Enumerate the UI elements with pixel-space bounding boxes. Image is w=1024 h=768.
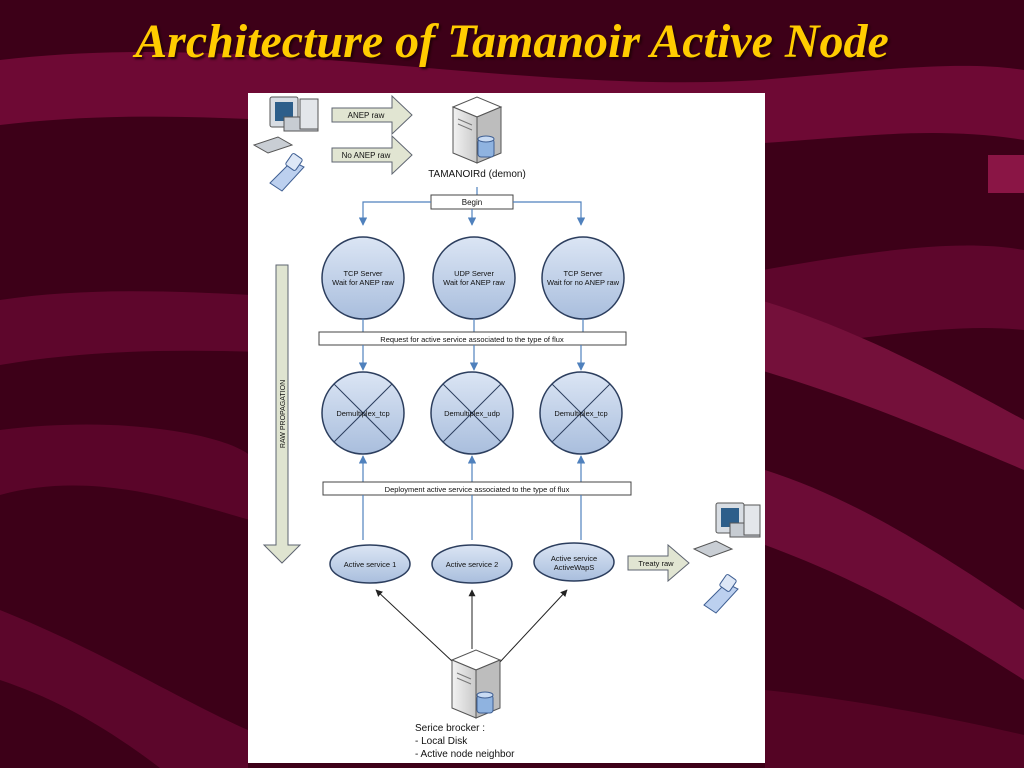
anep-raw-arrow: ANEP raw [331, 94, 413, 136]
server-line2: Wait for ANEP raw [443, 278, 505, 287]
connector-arrow [358, 201, 431, 226]
no-anep-raw-label: No ANEP raw [342, 151, 391, 160]
server-icon [450, 649, 502, 719]
server-icon [451, 96, 503, 164]
active-service-node: Active service ActiveWapS [533, 542, 615, 582]
request-label: Request for active service associated to… [380, 335, 564, 344]
server-node: UDP Server Wait for ANEP raw [432, 236, 516, 320]
demux-node: Demultiplex_udp [430, 371, 514, 455]
phone-icon [703, 574, 739, 614]
background-wave [765, 470, 1024, 680]
request-bar [318, 331, 627, 346]
architecture-diagram: ANEP raw No ANEP raw TAMANOIRd (demon) B… [252, 94, 761, 760]
service-line1: Active service 2 [446, 560, 499, 569]
deployment-label: Deployment active service associated to … [385, 485, 570, 494]
diagram-panel: ANEP raw No ANEP raw TAMANOIRd (demon) B… [248, 93, 765, 763]
background-wave [0, 610, 248, 768]
demux-node: Demultiplex_tcp [539, 371, 623, 455]
slide-title: Architecture of Tamanoir Active Node [135, 15, 889, 68]
broker-arrow [499, 589, 568, 663]
treaty-raw-label: Treaty raw [638, 559, 674, 568]
service-line2: ActiveWapS [554, 563, 595, 572]
active-service-node: Active service 1 [329, 544, 411, 584]
demux-label: Demultiplex_tcp [336, 409, 389, 418]
demux-label: Demultiplex_tcp [554, 409, 607, 418]
computer-icon [252, 96, 319, 154]
background-accent [988, 155, 1024, 193]
demux-node: Demultiplex_tcp [321, 371, 405, 455]
broker-line: Serice brocker : [415, 723, 485, 734]
computer-icon [692, 502, 761, 558]
broker-line: - Local Disk [415, 736, 468, 747]
treaty-raw-arrow: Treaty raw [627, 543, 690, 583]
server-line1: UDP Server [454, 269, 494, 278]
service-line1: Active service 1 [344, 560, 397, 569]
begin-label: Begin [462, 198, 482, 207]
raw-propagation-label: RAW PROPAGATION [280, 380, 287, 448]
broker-arrow [375, 589, 454, 663]
no-anep-raw-arrow: No ANEP raw [331, 134, 413, 176]
anep-raw-label: ANEP raw [348, 111, 385, 120]
background-wave [765, 690, 1024, 768]
raw-propagation-arrow: RAW PROPAGATION [262, 264, 302, 564]
demux-label: Demultiplex_udp [444, 409, 500, 418]
connector-arrow [513, 201, 586, 226]
server-line2: Wait for ANEP raw [332, 278, 394, 287]
server-node: TCP Server Wait for ANEP raw [321, 236, 405, 320]
phone-icon [269, 153, 305, 192]
active-service-node: Active service 2 [431, 544, 513, 584]
daemon-label: TAMANOIRd (demon) [428, 169, 526, 180]
server-line1: TCP Server [563, 269, 603, 278]
server-node: TCP Server Wait for no ANEP raw [541, 236, 625, 320]
background-wave [0, 424, 255, 520]
deployment-bar [322, 481, 632, 496]
server-line2: Wait for no ANEP raw [547, 278, 620, 287]
service-line1: Active service [551, 554, 597, 563]
broker-line: - Active node neighbor [415, 749, 515, 760]
server-line1: TCP Server [343, 269, 383, 278]
background-wave [760, 300, 1024, 470]
